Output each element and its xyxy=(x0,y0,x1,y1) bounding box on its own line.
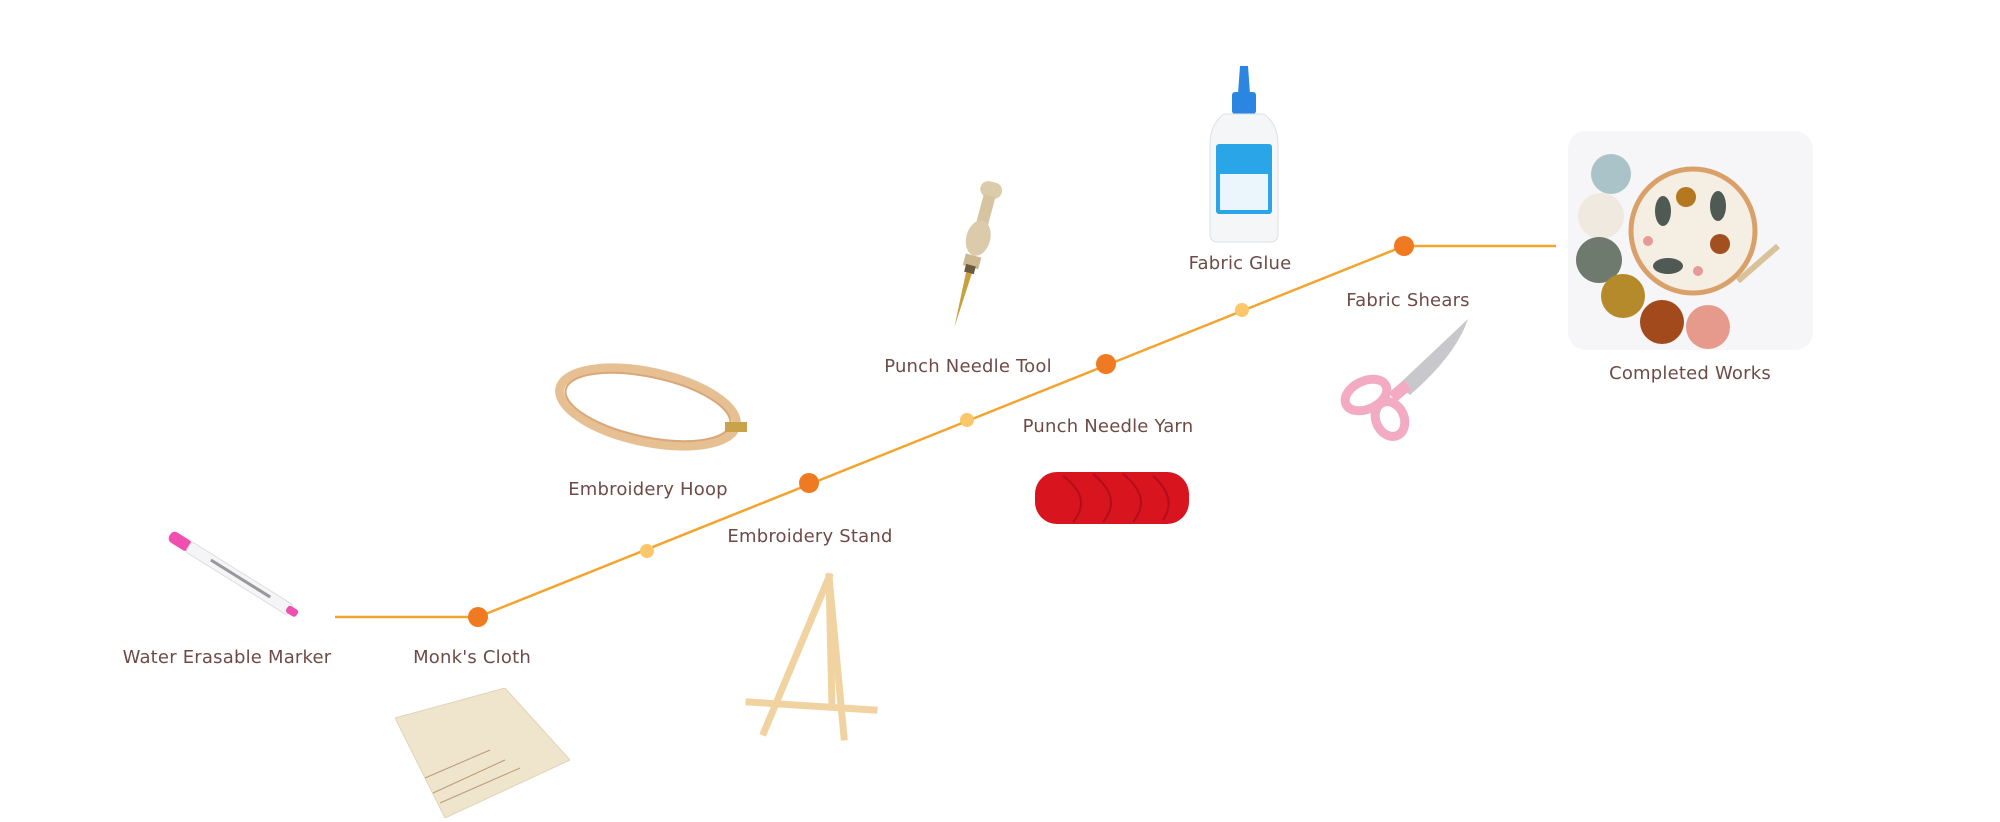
step-label-punch-needle-tool: Punch Needle Tool xyxy=(884,356,1052,377)
step-label-punch-needle-yarn: Punch Needle Yarn xyxy=(1022,416,1194,437)
glue-bottle-icon xyxy=(1209,66,1279,243)
timeline-dot-major xyxy=(1394,236,1414,256)
step-label-water-erasable-marker: Water Erasable Marker xyxy=(122,647,332,668)
timeline-dot-major xyxy=(799,473,819,493)
punch-needle-icon xyxy=(954,181,1003,328)
yarn-icon xyxy=(1035,472,1189,524)
timeline-dot-minor xyxy=(960,413,974,427)
timeline-dot-minor xyxy=(640,544,654,558)
timeline-dot-minor xyxy=(1235,303,1249,317)
step-label-monks-cloth: Monk's Cloth xyxy=(413,647,531,668)
step-label-embroidery-hoop: Embroidery Hoop xyxy=(568,479,728,500)
completed-work-photo xyxy=(1568,131,1813,350)
timeline-line xyxy=(335,244,1556,619)
scissors-icon xyxy=(1340,319,1468,441)
easel-icon xyxy=(745,572,878,741)
cloth-icon xyxy=(395,688,570,818)
marker-icon xyxy=(168,531,299,617)
step-label-embroidery-stand: Embroidery Stand xyxy=(727,526,893,547)
timeline-dot-major xyxy=(468,607,488,627)
step-label-fabric-shears: Fabric Shears xyxy=(1346,290,1470,311)
step-label-fabric-glue: Fabric Glue xyxy=(1188,253,1292,274)
timeline-dot-major xyxy=(1096,354,1116,374)
step-label-completed-works: Completed Works xyxy=(1609,363,1771,384)
hoop-icon xyxy=(555,363,747,451)
